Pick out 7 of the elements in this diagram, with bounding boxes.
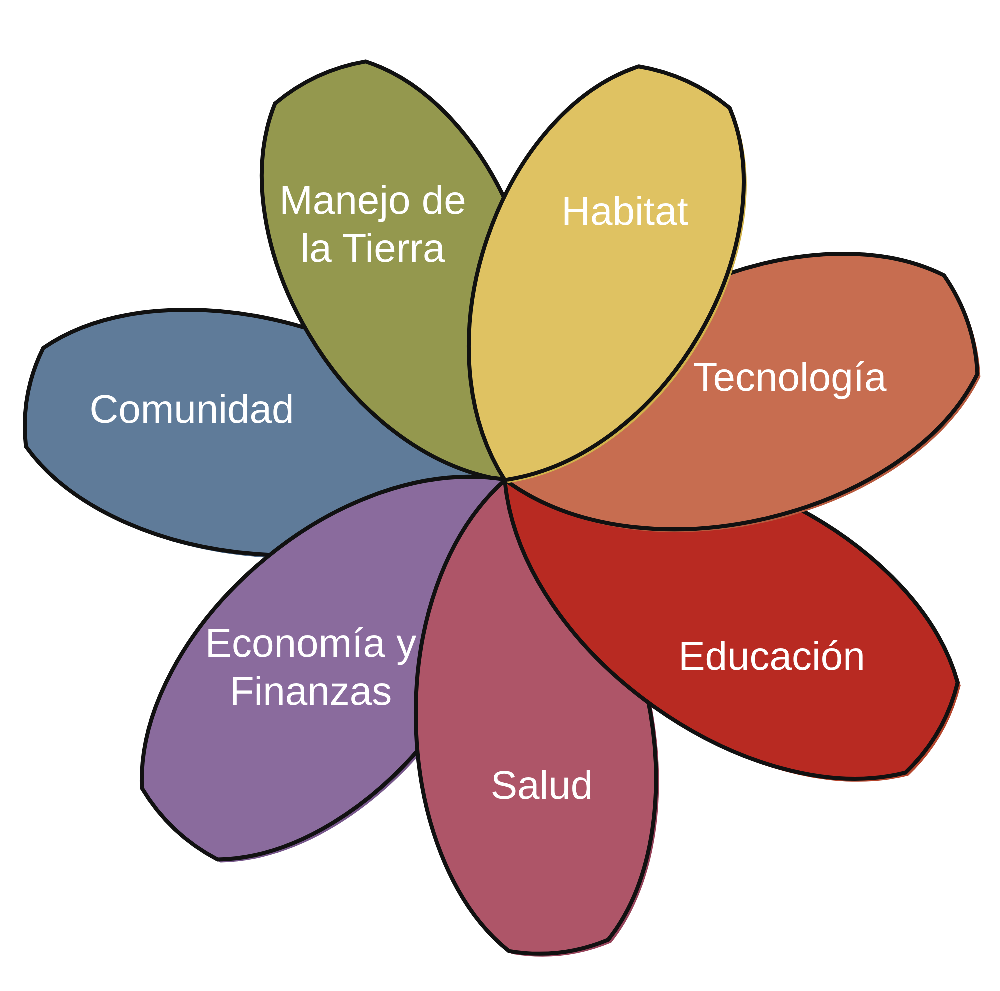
petal-label: Habitat — [560, 188, 690, 236]
petal-label: Tecnología — [692, 354, 888, 402]
petal-label: Educación — [678, 634, 866, 681]
petal-label: Comunidad — [88, 386, 296, 434]
petal-label: Manejo de la Tierra — [278, 178, 468, 273]
petal-label: Economía y Finanzas — [204, 620, 418, 716]
petal-label: Salud — [490, 763, 594, 810]
